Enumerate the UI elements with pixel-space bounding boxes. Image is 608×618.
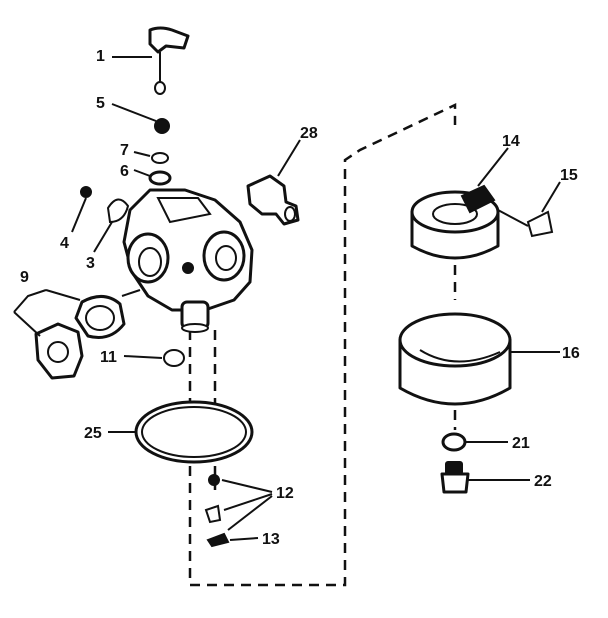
callout-22: 22 — [534, 473, 552, 490]
callout-21: 21 — [512, 435, 530, 452]
callout-12: 12 — [276, 485, 294, 502]
callout-labels: 1 5 7 6 4 3 9 28 14 15 11 16 25 21 22 12… — [20, 48, 580, 548]
part-float-pin — [497, 181, 561, 238]
part-needle-valve — [111, 103, 170, 134]
callout-11: 11 — [100, 349, 117, 366]
part-pins-and-clips — [204, 474, 273, 548]
callout-5: 5 — [96, 95, 105, 112]
callout-14: 14 — [502, 133, 520, 150]
part-bowl-nut — [440, 461, 530, 494]
part-carburetor-body — [122, 188, 254, 333]
callout-25: 25 — [84, 425, 102, 442]
part-gasket-adapter — [13, 289, 141, 380]
part-washers — [133, 151, 172, 186]
part-oring-small — [123, 349, 185, 367]
callout-15: 15 — [560, 167, 578, 184]
callout-1: 1 — [96, 48, 105, 65]
part-float-bowl — [398, 312, 560, 406]
callout-28: 28 — [300, 125, 318, 142]
part-bowl-washer — [441, 432, 508, 452]
part-elbow-fitting — [246, 139, 301, 226]
callout-13: 13 — [262, 531, 280, 548]
callout-7: 7 — [120, 142, 129, 159]
callout-16: 16 — [562, 345, 580, 362]
part-throttle-plate — [112, 26, 190, 95]
callout-9: 9 — [20, 269, 29, 286]
part-float — [410, 147, 509, 260]
callout-6: 6 — [120, 163, 129, 180]
part-bowl-gasket — [108, 400, 254, 464]
callout-3: 3 — [86, 255, 95, 272]
part-screw-and-spring — [71, 186, 130, 253]
callout-4: 4 — [60, 235, 69, 252]
assembly-guide-lines — [188, 103, 457, 587]
